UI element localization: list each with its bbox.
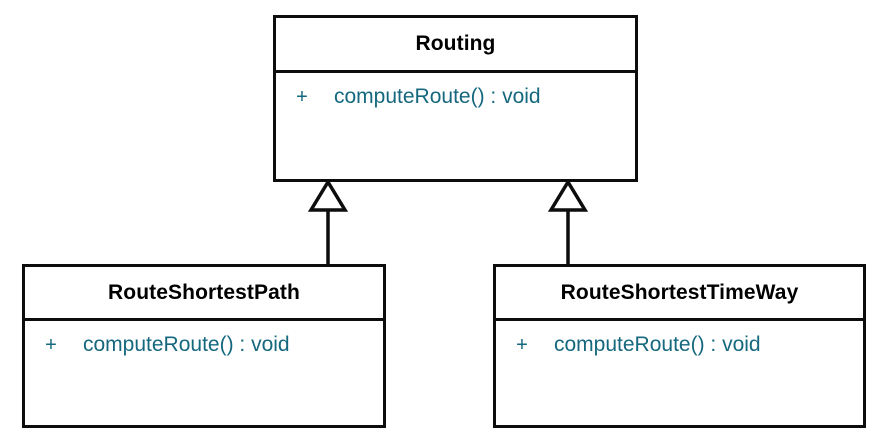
hollow-triangle-arrowhead-icon bbox=[307, 178, 349, 212]
operation-row: + computeRoute() : void bbox=[25, 333, 383, 357]
class-operations-compartment-route-shortest-path: + computeRoute() : void bbox=[25, 321, 383, 425]
class-operations-compartment-route-shortest-time-way: + computeRoute() : void bbox=[496, 321, 863, 425]
class-operations-compartment-routing: + computeRoute() : void bbox=[276, 73, 635, 179]
class-name-route-shortest-path: RouteShortestPath bbox=[108, 280, 300, 304]
operation-signature: computeRoute() : void bbox=[334, 85, 541, 108]
operation-visibility-icon: + bbox=[45, 334, 57, 356]
class-box-route-shortest-time-way[interactable]: RouteShortestTimeWay + computeRoute() : … bbox=[493, 264, 866, 428]
generalization-edge-route-shortest-path[interactable] bbox=[300, 178, 356, 270]
class-box-routing[interactable]: Routing + computeRoute() : void bbox=[273, 15, 638, 182]
operation-row: + computeRoute() : void bbox=[496, 333, 863, 357]
generalization-edge-route-shortest-time-way[interactable] bbox=[540, 178, 596, 270]
class-name-compartment-route-shortest-path: RouteShortestPath bbox=[25, 267, 383, 321]
operation-row: + computeRoute() : void bbox=[276, 85, 635, 109]
class-box-route-shortest-path[interactable]: RouteShortestPath + computeRoute() : voi… bbox=[22, 264, 386, 428]
hollow-triangle-arrowhead-icon bbox=[547, 178, 589, 212]
class-name-routing: Routing bbox=[415, 32, 496, 55]
class-name-compartment-route-shortest-time-way: RouteShortestTimeWay bbox=[496, 267, 863, 321]
class-name-compartment-routing: Routing bbox=[276, 18, 635, 73]
operation-signature: computeRoute() : void bbox=[554, 333, 761, 356]
operation-visibility-icon: + bbox=[516, 334, 528, 356]
class-name-route-shortest-time-way: RouteShortestTimeWay bbox=[560, 280, 799, 304]
operation-signature: computeRoute() : void bbox=[83, 333, 290, 356]
operation-visibility-icon: + bbox=[296, 86, 308, 108]
